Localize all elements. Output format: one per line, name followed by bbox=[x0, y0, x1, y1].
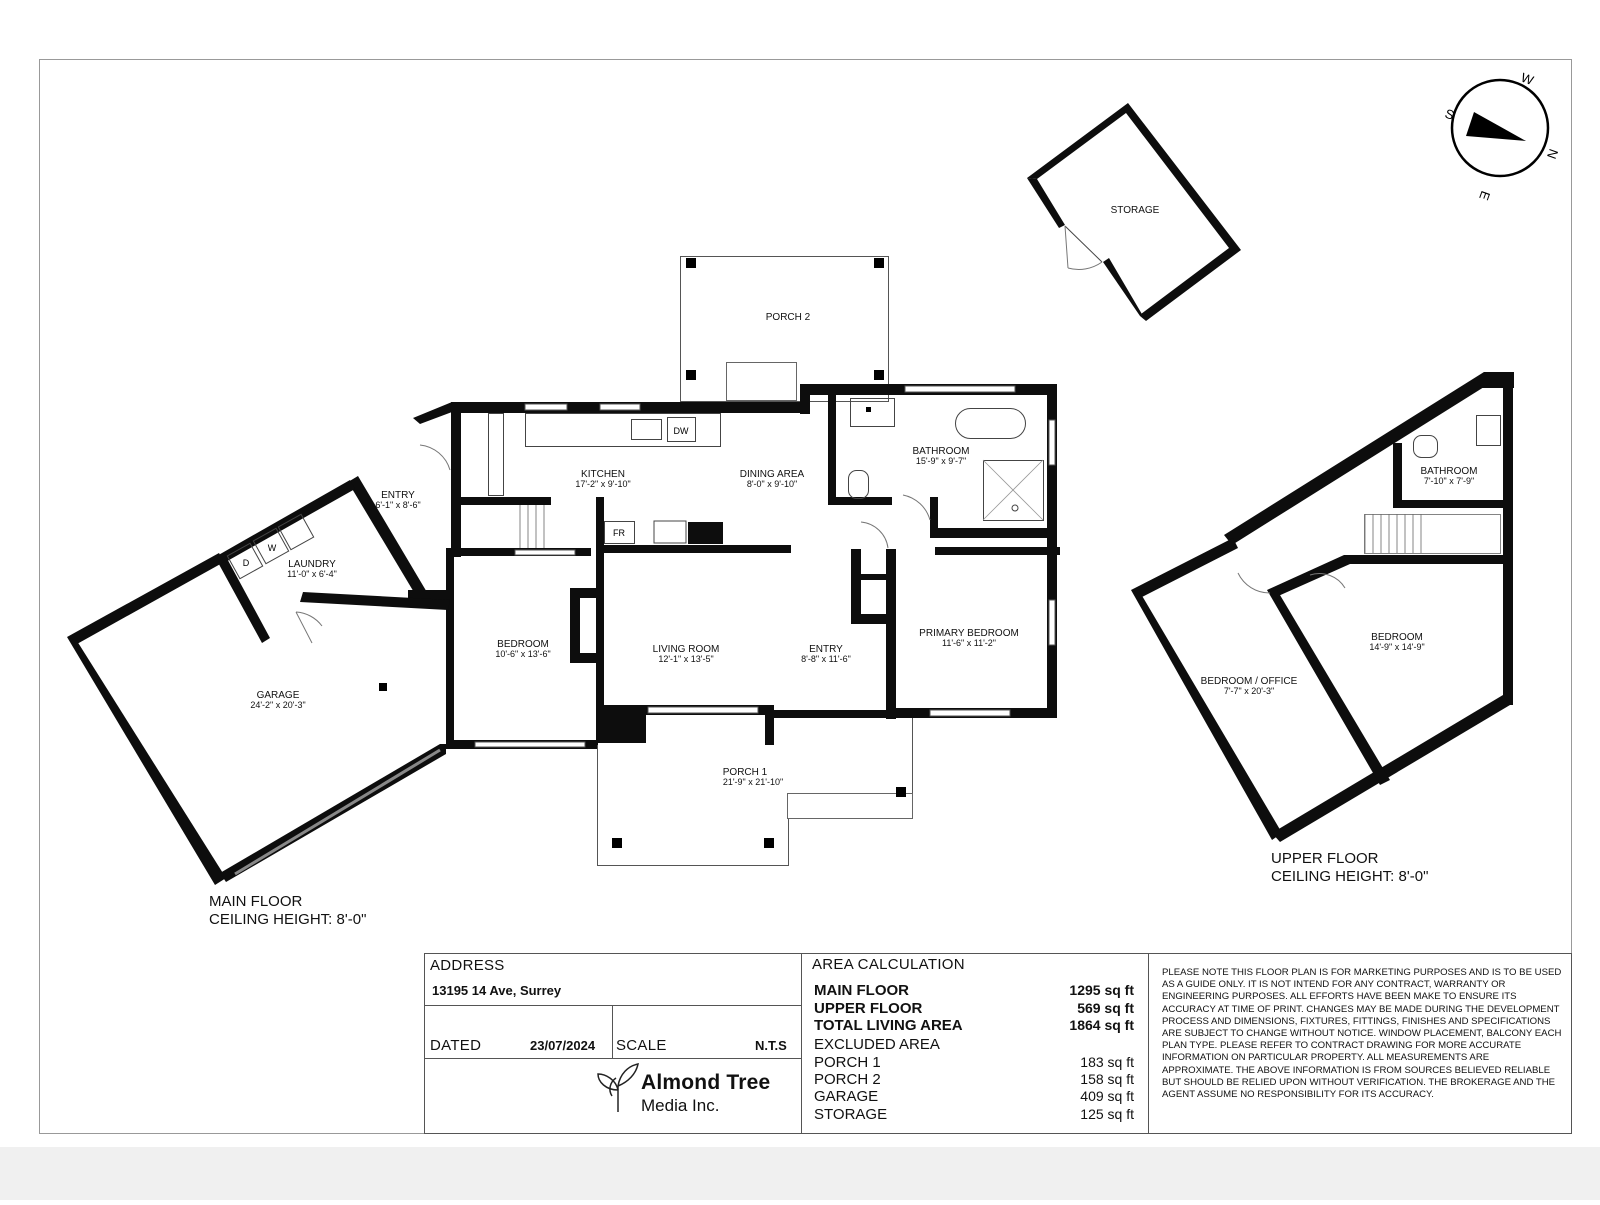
dated-heading: DATED bbox=[430, 1037, 482, 1054]
disclaimer-text: PLEASE NOTE THIS FLOOR PLAN IS FOR MARKE… bbox=[1162, 967, 1562, 1101]
bedroom-office-dim: 7'-7" x 20'-3" bbox=[1224, 686, 1274, 696]
kitchen-dim: 17'-2" x 9'-10" bbox=[575, 479, 630, 489]
bedroom-main-dim: 10'-6" x 13'-6" bbox=[495, 649, 550, 659]
area-row-value: 125 sq ft bbox=[1080, 1106, 1134, 1122]
excluded-area-label: EXCLUDED AREA bbox=[814, 1036, 940, 1053]
area-row: MAIN FLOOR 1295 sq ft bbox=[814, 982, 1134, 999]
excluded-area-heading: EXCLUDED AREA bbox=[814, 1036, 1134, 1053]
area-row-label: GARAGE bbox=[814, 1088, 879, 1105]
main-floor-title: MAIN FLOOR bbox=[209, 893, 303, 910]
laundry-label: LAUNDRY bbox=[288, 559, 336, 570]
porch-2: PORCH 2 bbox=[680, 256, 889, 402]
dishwasher-label: DW bbox=[674, 426, 689, 436]
storage-shed: STORAGE bbox=[1027, 103, 1241, 321]
area-calculation-heading: AREA CALCULATION bbox=[812, 956, 965, 973]
area-row-value: 1864 sq ft bbox=[1069, 1017, 1134, 1033]
compass-n: N bbox=[1544, 147, 1561, 161]
storage-label: STORAGE bbox=[1111, 205, 1160, 216]
front-entry-dim: 8'-8" x 11'-6" bbox=[801, 654, 851, 664]
kitchen-label: KITCHEN bbox=[581, 469, 625, 480]
laundry-dim: 11'-0" x 6'-4" bbox=[287, 569, 337, 579]
dated-value: 23/07/2024 bbox=[530, 1038, 596, 1053]
upper-floor-caption: UPPER FLOOR CEILING HEIGHT: 8'-0" bbox=[1271, 850, 1428, 886]
area-row-label: PORCH 1 bbox=[814, 1054, 881, 1071]
area-row: TOTAL LIVING AREA 1864 sq ft bbox=[814, 1017, 1134, 1034]
area-row-label: PORCH 2 bbox=[814, 1071, 881, 1088]
compass-e: E bbox=[1476, 189, 1493, 203]
main-floor-plan: PRIMARY BEDROOM 11'-6" x 11'-2" FR LIVIN… bbox=[67, 384, 1060, 885]
area-row-value: 409 sq ft bbox=[1080, 1088, 1134, 1104]
scale-value: N.T.S bbox=[755, 1038, 787, 1053]
compass-w: W bbox=[1519, 70, 1536, 89]
bottom-band bbox=[0, 1147, 1600, 1200]
compass-needle bbox=[1466, 112, 1526, 141]
side-entry-label: ENTRY bbox=[381, 490, 415, 501]
dryer-label: D bbox=[243, 558, 250, 568]
area-row: PORCH 1 183 sq ft bbox=[814, 1054, 1134, 1071]
bedroom-office-label: BEDROOM / OFFICE bbox=[1201, 676, 1298, 687]
logo-text-line1: Almond Tree bbox=[641, 1071, 771, 1094]
dining-area-dim: 8'-0" x 9'-10" bbox=[747, 479, 797, 489]
area-row-label: TOTAL LIVING AREA bbox=[814, 1017, 963, 1034]
address-value: 13195 14 Ave, Surrey bbox=[432, 983, 562, 998]
main-floor-ceiling: CEILING HEIGHT: 8'-0" bbox=[209, 911, 367, 928]
washer-label: W bbox=[268, 543, 277, 553]
area-row: UPPER FLOOR 569 sq ft bbox=[814, 1000, 1134, 1017]
front-entry-label: ENTRY bbox=[809, 644, 843, 655]
upper-bedroom-dim: 14'-9" x 14'-9" bbox=[1369, 642, 1424, 652]
area-row-label: UPPER FLOOR bbox=[814, 1000, 923, 1017]
upper-floor-ceiling: CEILING HEIGHT: 8'-0" bbox=[1271, 868, 1429, 885]
main-bathroom-dim: 15'-9" x 9'-7" bbox=[916, 456, 966, 466]
side-entry-dim: 6'-1" x 8'-6" bbox=[375, 500, 420, 510]
area-table: MAIN FLOOR 1295 sq ft UPPER FLOOR 569 sq… bbox=[814, 982, 1139, 1132]
porch1-label: PORCH 1 bbox=[723, 767, 768, 778]
porch1-dim: 21'-9" x 21'-10" bbox=[723, 777, 783, 787]
title-block-grid bbox=[424, 953, 1572, 1134]
almond-tree-logo-mark bbox=[597, 1063, 639, 1112]
area-row-value: 569 sq ft bbox=[1077, 1000, 1134, 1016]
fridge-label: FR bbox=[613, 528, 625, 538]
dining-area-label: DINING AREA bbox=[740, 469, 805, 480]
living-room-label: LIVING ROOM bbox=[653, 644, 720, 655]
area-row: STORAGE 125 sq ft bbox=[814, 1106, 1134, 1123]
area-row-value: 158 sq ft bbox=[1080, 1071, 1134, 1087]
upper-bedroom-label: BEDROOM bbox=[1371, 632, 1423, 643]
area-row: GARAGE 409 sq ft bbox=[814, 1088, 1134, 1105]
area-row-value: 183 sq ft bbox=[1080, 1054, 1134, 1070]
scale-heading: SCALE bbox=[616, 1037, 667, 1054]
main-floor-caption: MAIN FLOOR CEILING HEIGHT: 8'-0" bbox=[209, 893, 366, 929]
area-row-label: STORAGE bbox=[814, 1106, 888, 1123]
area-row-label: MAIN FLOOR bbox=[814, 982, 909, 999]
primary-bedroom-dim: 11'-6" x 11'-2" bbox=[942, 638, 996, 648]
porch-1: PORCH 1 21'-9" x 21'-10" bbox=[597, 718, 913, 866]
garage-dim: 24'-2" x 20'-3" bbox=[250, 700, 305, 710]
logo-text-line2: Media Inc. bbox=[641, 1096, 720, 1115]
compass: W S N E bbox=[1443, 70, 1561, 203]
upper-floor-title: UPPER FLOOR bbox=[1271, 850, 1379, 867]
bedroom-main-label: BEDROOM bbox=[497, 639, 549, 650]
living-room-dim: 12'-1" x 13'-5" bbox=[658, 654, 713, 664]
area-row-value: 1295 sq ft bbox=[1069, 982, 1134, 998]
address-heading: ADDRESS bbox=[430, 957, 505, 974]
upper-bathroom-dim: 7'-10" x 7'-9" bbox=[1424, 476, 1474, 486]
main-bathroom-label: BATHROOM bbox=[912, 446, 969, 457]
porch2-label: PORCH 2 bbox=[766, 312, 811, 323]
area-row: PORCH 2 158 sq ft bbox=[814, 1071, 1134, 1088]
upper-floor-plan: BATHROOM 7'-10" x 7'-9" BEDROOM 14'-9" x… bbox=[1131, 372, 1514, 842]
garage-label: GARAGE bbox=[257, 690, 300, 701]
primary-bedroom-label: PRIMARY BEDROOM bbox=[919, 628, 1019, 639]
upper-bathroom-label: BATHROOM bbox=[1420, 466, 1477, 477]
